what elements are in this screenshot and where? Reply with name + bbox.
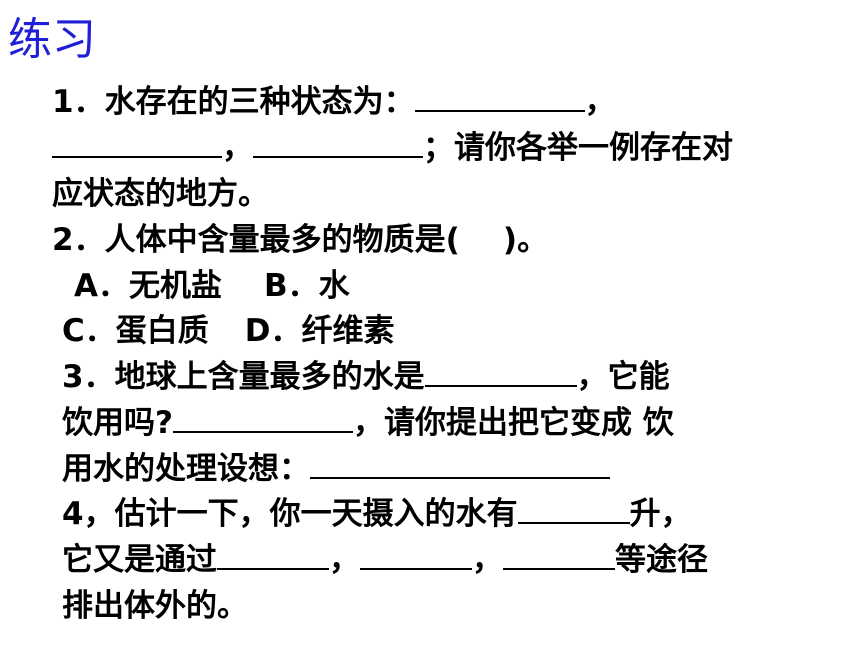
question-3-text: 饮用吗? (62, 405, 173, 441)
punctuation: ， (222, 130, 253, 166)
question-1-text: 应状态的地方。 (52, 176, 269, 212)
answer-blank (217, 538, 329, 570)
answer-blank (424, 355, 577, 387)
question-4-text: 4，估计一下，你一天摄入的水有 (62, 496, 518, 532)
answer-blank (360, 538, 472, 570)
option-d: D．纤维素 (244, 313, 395, 349)
answer-blank (517, 492, 630, 524)
question-2-options-row-1: A．无机盐 B．水 (74, 264, 350, 308)
question-3-text: 用水的处理设想： (62, 451, 310, 487)
question-1-line-1: 1．水存在的三种状态为： ， (52, 80, 616, 124)
question-3-line-1: 3．地球上含量最多的水是 ，它能 (62, 355, 670, 399)
answer-blank (253, 126, 423, 158)
option-b: B．水 (264, 268, 350, 304)
question-4-text: 排出体外的。 (62, 588, 248, 624)
question-4-text: 它又是通过 (62, 542, 217, 578)
question-4-line-1: 4，估计一下，你一天摄入的水有 升， (62, 492, 692, 536)
punctuation: ， (472, 542, 503, 578)
question-1-line-3: 应状态的地方。 (52, 172, 269, 216)
question-2-stem: 2．人体中含量最多的物质是( )。 (52, 222, 549, 258)
question-3-line-3: 用水的处理设想： (62, 447, 610, 491)
answer-blank (310, 447, 610, 479)
answer-blank (52, 126, 222, 158)
question-4-text: 等途径 (615, 542, 708, 578)
answer-blank (172, 401, 353, 433)
punctuation: ， (584, 84, 616, 120)
question-1-text: ；请你各举一例存在对 (423, 130, 733, 166)
question-1-text: 1．水存在的三种状态为： (52, 84, 415, 120)
answer-blank (503, 538, 615, 570)
option-c: C．蛋白质 (62, 313, 209, 349)
question-1-line-2: ， ；请你各举一例存在对 (52, 126, 733, 170)
option-a: A．无机盐 (74, 268, 222, 304)
question-3-line-2: 饮用吗? ，请你提出把它变成 饮 (62, 401, 674, 445)
punctuation: ， (329, 542, 360, 578)
question-4-text: 升， (629, 496, 692, 532)
question-2-options-row-2: C．蛋白质 D．纤维素 (62, 309, 395, 353)
answer-blank (414, 80, 585, 112)
question-4-line-2: 它又是通过 ， ， 等途径 (62, 538, 708, 582)
question-3-text: ，它能 (576, 359, 670, 395)
question-3-text: ，请你提出把它变成 饮 (352, 405, 674, 441)
question-3-text: 3．地球上含量最多的水是 (62, 359, 425, 395)
question-4-line-3: 排出体外的。 (62, 584, 248, 628)
page-title: 练习 (8, 14, 96, 65)
